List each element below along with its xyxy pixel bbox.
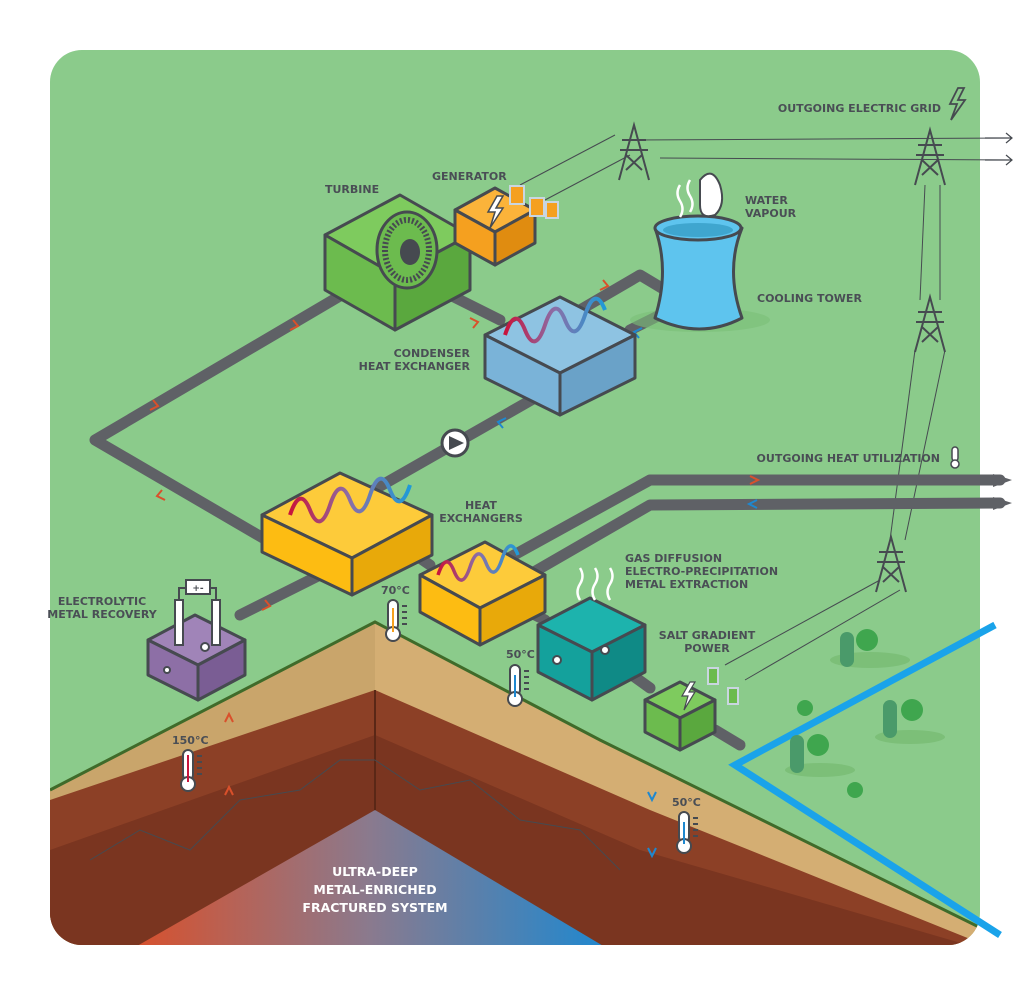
temp-70: 70°C xyxy=(381,584,410,597)
lightning-icon xyxy=(486,195,505,229)
pylon-icon xyxy=(914,293,946,353)
battery-icon: +- xyxy=(185,579,211,595)
pylon-icon xyxy=(875,533,907,593)
temp-150: 150°C xyxy=(172,734,209,747)
lightning-icon xyxy=(680,681,697,711)
condenser-heat-exchanger xyxy=(483,295,637,417)
thermometer-icon xyxy=(507,664,529,707)
label-turbine: TURBINE xyxy=(325,183,379,196)
pump-icon xyxy=(440,428,470,458)
generator xyxy=(453,185,559,267)
label-generator: GENERATOR xyxy=(432,170,507,183)
lightning-icon xyxy=(948,87,967,121)
label-outgoing-heat: OUTGOING HEAT UTILIZATION xyxy=(757,452,940,465)
thermometer-icon xyxy=(676,811,698,854)
electrolytic-unit: +- xyxy=(146,579,247,702)
label-outgoing-grid: OUTGOING ELECTRIC GRID xyxy=(778,102,941,115)
turbine xyxy=(323,193,472,332)
thermometer-icon xyxy=(950,446,960,469)
salt-gradient-unit xyxy=(643,667,739,752)
ground-cross-section xyxy=(50,620,980,945)
temp-50-bottom: 50°C xyxy=(672,796,701,809)
heat-exchanger-main xyxy=(260,471,434,597)
label-cooling-tower: COOLING TOWER xyxy=(757,292,862,305)
power-lines xyxy=(519,121,1013,681)
gas-diffusion-unit xyxy=(536,567,647,702)
reservoir xyxy=(130,810,610,945)
pylon-icon xyxy=(914,126,946,186)
river xyxy=(728,621,1002,938)
temp-50-top: 50°C xyxy=(506,648,535,661)
pylon-icon xyxy=(618,121,650,181)
thermometer-icon xyxy=(385,599,407,642)
fan-icon xyxy=(375,210,439,290)
battery-sign: +- xyxy=(192,584,204,594)
arrow-icon xyxy=(985,132,1013,166)
trees xyxy=(785,629,945,798)
cooling-tower xyxy=(630,172,770,332)
heat-exchanger-secondary xyxy=(418,540,547,647)
thermometer-icon xyxy=(180,749,202,792)
